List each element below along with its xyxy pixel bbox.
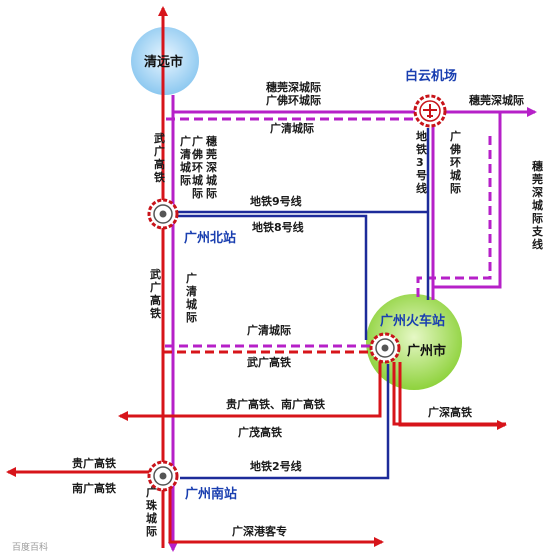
guangqing-mid-label: 广清城际: [247, 323, 291, 337]
red-highspeed-lines: [6, 6, 507, 548]
metro9-label: 地铁9号线: [250, 194, 302, 208]
guangzhou-city-circle: [366, 294, 462, 390]
guangzhou-south-station[interactable]: [147, 460, 179, 492]
airport-station[interactable]: [413, 94, 447, 128]
blue-metro-lines: [175, 128, 430, 480]
railway-station-icon: [159, 472, 167, 480]
suiguan-top-label: 穗莞深城际: [266, 80, 321, 94]
guangshen-label: 广深高铁: [428, 405, 472, 419]
guangmao-label: 广茂高铁: [238, 425, 282, 439]
wuguang-bottom-label: 武广高铁: [247, 355, 291, 369]
qingyuan-city-label: 清远市: [144, 54, 183, 70]
metro8-label: 地铁8号线: [252, 220, 304, 234]
guangfo-left-vertical-label: 广佛环城际: [191, 134, 203, 200]
guangshen-line: [398, 362, 507, 430]
guangqing-lower-vertical-label: 广清城际: [186, 271, 197, 324]
watermark: 百度百科: [12, 541, 48, 553]
vertical-label-text: 广佛环城际: [191, 134, 203, 200]
guangzhou-railway-station[interactable]: [369, 332, 401, 364]
vertical-label-text: 武广高铁: [150, 267, 161, 320]
metro8-line: [178, 214, 368, 340]
guangzhou-railway-label: 广州火车站: [380, 313, 445, 329]
vertical-label-text: 广清城际: [180, 134, 191, 187]
airplane-icon: [423, 104, 437, 118]
nanguang-left-label: 南广高铁: [72, 481, 116, 495]
vertical-label-text: 广珠城际: [146, 485, 158, 538]
qingyuan-city-circle: [131, 27, 199, 95]
guangqing-upper-vertical-label: 广清城际: [180, 134, 191, 187]
guangshengang-label: 广深港客专: [232, 524, 287, 538]
vertical-label-text: 广佛环城际: [449, 129, 461, 195]
magenta-intercity-lines: [161, 95, 537, 552]
railway-station-icon: [159, 210, 167, 218]
suiguan-left-vertical-label: 穗莞深城际: [205, 134, 217, 200]
guangqing-top-label: 广清城际: [270, 121, 314, 135]
guangzhu-vertical-label: 广珠城际: [146, 485, 158, 538]
guangzhou-north-station[interactable]: [147, 198, 179, 230]
metro2-label: 地铁2号线: [250, 459, 302, 473]
wuguang-mid-vertical-label: 武广高铁: [150, 267, 161, 320]
guangzhou-city-label: 广州市: [407, 343, 446, 359]
railway-station-icon: [381, 344, 389, 352]
guangfo-top-label: 广佛环城际: [266, 93, 321, 107]
guiguang-nanguang-label: 贵广高铁、南广高铁: [226, 397, 325, 411]
wuguang-left-vertical-label: 武广高铁: [154, 131, 165, 184]
metro2-line: [180, 364, 390, 480]
vertical-label-text: 穗莞深城际支线: [531, 159, 544, 251]
baiyun-airport-label: 白云机场: [405, 68, 457, 84]
vertical-label-text: 广清城际: [186, 271, 197, 324]
guangshengang-line: [168, 480, 384, 547]
suiguan-branch-vertical-label: 穗莞深城际支线: [531, 159, 544, 251]
guiguang-nanguang-mid-line: [118, 362, 382, 421]
suiguan-right-label: 穗莞深城际: [469, 93, 524, 107]
vertical-label-text: 武广高铁: [154, 131, 165, 184]
suiguan-branch-line: [433, 112, 502, 289]
guiguang-left-label: 贵广高铁: [72, 456, 116, 470]
guangzhou-south-label: 广州南站: [185, 486, 237, 502]
guangfo-right-vertical-label: 广佛环城际: [449, 129, 461, 195]
vertical-label-text: 穗莞深城际: [205, 134, 217, 200]
guangzhou-north-label: 广州北站: [184, 230, 236, 246]
suiguan-branch-dashed: [416, 136, 492, 302]
